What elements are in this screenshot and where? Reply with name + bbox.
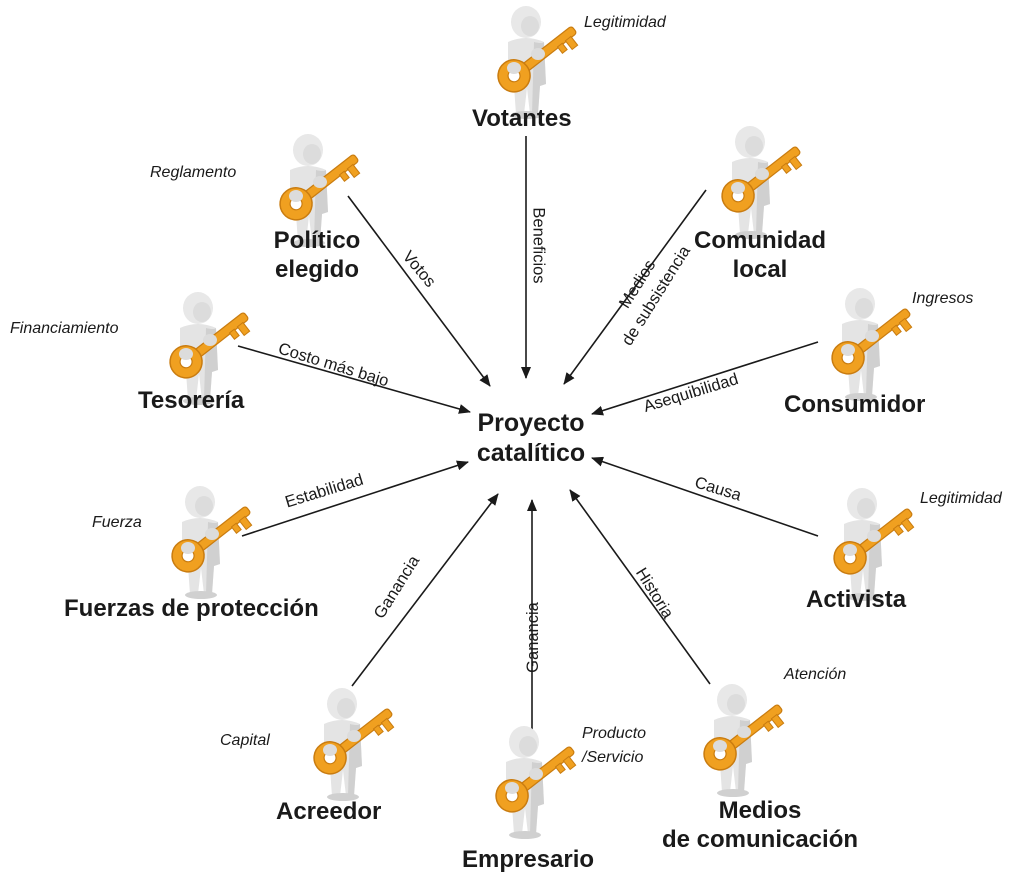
medios-key-value: Atención (784, 666, 847, 683)
politico-name-line1: Político (273, 227, 361, 254)
empresario-key-line1: Producto (582, 725, 647, 742)
votantes-key-value: Legitimidad (584, 14, 666, 31)
fuerzas-name: Fuerzas de protección (64, 595, 319, 622)
arrow-tesoreria (237, 345, 471, 414)
fuerzas-key-value: Fuerza (92, 514, 142, 531)
empresario-key-value: Producto /Servicio (582, 722, 646, 770)
center-line1: Proyecto (477, 409, 585, 437)
arrow-politico (347, 195, 491, 387)
activista-name: Activista (806, 586, 907, 613)
politico-name-line2: elegido (274, 256, 359, 283)
medios-name-line2: de comunicación (661, 826, 859, 853)
acreedor-name: Acreedor (276, 798, 382, 825)
arrow-comunidad (563, 189, 707, 385)
acreedor-figure-icon (296, 684, 406, 802)
empresario-figure-icon (478, 722, 588, 840)
consumidor-figure-icon (814, 284, 924, 402)
comunidad-name: Comunidad local (680, 226, 840, 284)
fuerzas-figure-icon (154, 482, 264, 600)
politico-name: Político elegido (262, 226, 372, 284)
arrow-activista (591, 456, 819, 537)
medios-name: Medios de comunicación (660, 796, 860, 854)
activista-key-value: Legitimidad (920, 490, 1002, 507)
medios-name-line1: Medios (718, 797, 802, 824)
votantes-figure-icon (480, 2, 590, 120)
politico-key-value: Reglamento (150, 164, 237, 181)
arrow-medios (569, 489, 711, 685)
tesoreria-key-value: Financiamiento (10, 320, 119, 337)
consumidor-name: Consumidor (784, 391, 926, 418)
center-line2: catalítico (476, 439, 586, 467)
consumidor-key-value: Ingresos (912, 290, 974, 307)
acreedor-key-value: Capital (220, 732, 270, 749)
edge-label-ganancia-empresario: Ganancia (523, 602, 542, 673)
medios-figure-icon (686, 680, 796, 798)
arrow-acreedor (351, 493, 499, 687)
comunidad-name-line2: local (732, 256, 788, 283)
arrow-consumidor (591, 341, 819, 416)
tesoreria-name: Tesorería (138, 387, 245, 414)
comunidad-name-line1: Comunidad (694, 227, 826, 254)
edge-label-beneficios: Beneficios (529, 207, 548, 284)
empresario-name: Empresario (462, 846, 595, 873)
empresario-key-line2: /Servicio (582, 749, 644, 766)
comunidad-figure-icon (704, 122, 814, 240)
arrow-fuerzas (241, 460, 469, 537)
center-node: Proyecto catalítico (456, 408, 606, 468)
votantes-name: Votantes (472, 105, 572, 132)
